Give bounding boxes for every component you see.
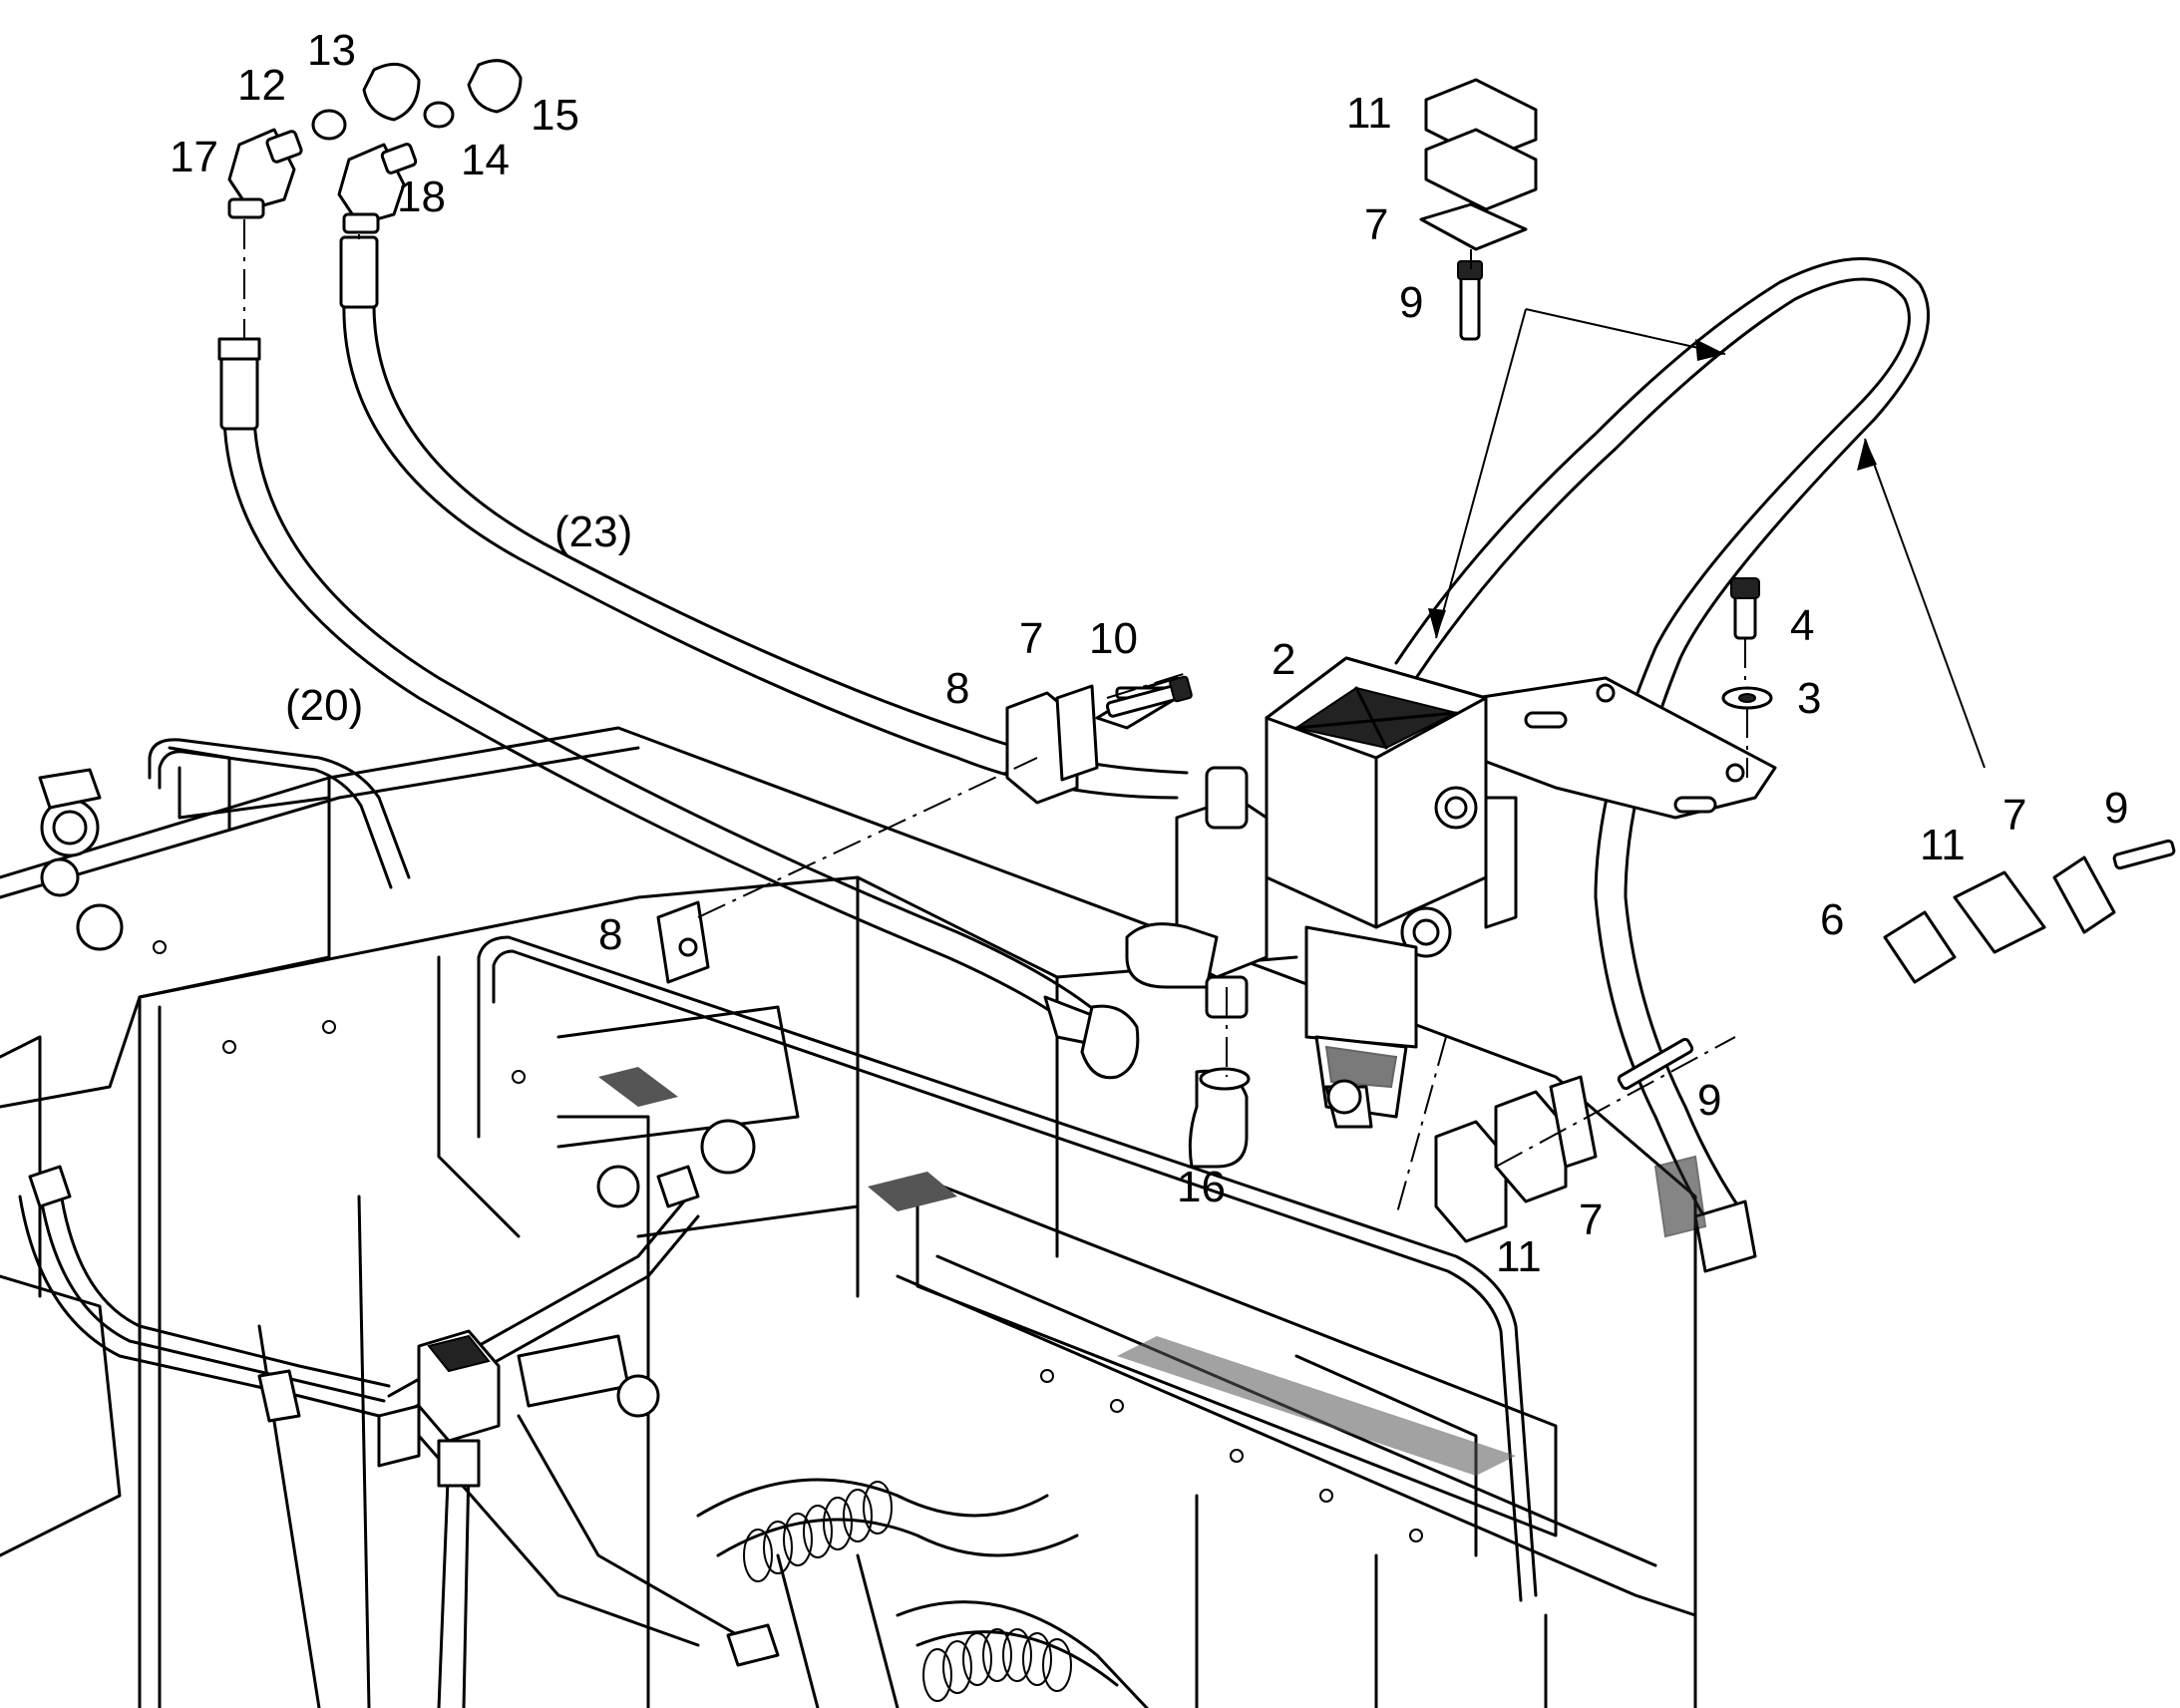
- machine-frame: [0, 726, 1697, 1708]
- label-9-top: 9: [1399, 278, 1423, 327]
- clamp-set-top: [1419, 78, 1538, 341]
- fuel-filter-assembly: [1125, 656, 1777, 1169]
- label-hose-23: (23): [554, 508, 632, 556]
- label-16: 16: [1177, 1163, 1226, 1211]
- label-11-bottom: 11: [1496, 1232, 1542, 1281]
- screw-4: [1730, 577, 1760, 640]
- label-8-lower: 8: [598, 910, 622, 959]
- label-9-lower: 9: [1697, 1076, 1721, 1125]
- label-12: 12: [237, 61, 286, 110]
- label-11-top: 11: [1346, 89, 1392, 138]
- label-7-right: 7: [2002, 791, 2026, 840]
- label-7-bottom: 7: [1579, 1196, 1603, 1244]
- label-18: 18: [397, 172, 446, 221]
- fittings-left: [227, 59, 523, 234]
- installed-filter-overview: [18, 1165, 1149, 1708]
- label-7-mid: 7: [1019, 614, 1043, 663]
- hose-20: [217, 337, 1140, 1080]
- label-4: 4: [1790, 601, 1814, 650]
- label-9-right: 9: [2104, 784, 2128, 833]
- label-10: 10: [1089, 614, 1138, 663]
- clamp-set-right: [1883, 839, 2176, 984]
- return-hose-loop: [1394, 257, 1931, 1273]
- label-3: 3: [1797, 674, 1821, 723]
- label-14: 14: [461, 136, 510, 184]
- leader-lines: [243, 219, 1986, 1217]
- label-11-right: 11: [1920, 821, 1966, 869]
- label-15: 15: [531, 91, 579, 140]
- label-6: 6: [1820, 895, 1844, 944]
- label-hose-20: (20): [285, 681, 363, 730]
- label-7-top: 7: [1364, 200, 1388, 249]
- washer-3: [1721, 686, 1773, 710]
- part-labels: 13 12 15 17 14 18 11 7 9 (23) (20) 7 10 …: [170, 26, 2128, 1281]
- bolt-10: [1105, 675, 1193, 718]
- label-2: 2: [1272, 635, 1295, 684]
- label-17: 17: [170, 133, 218, 181]
- label-13: 13: [307, 26, 356, 75]
- label-8-upper: 8: [945, 664, 969, 713]
